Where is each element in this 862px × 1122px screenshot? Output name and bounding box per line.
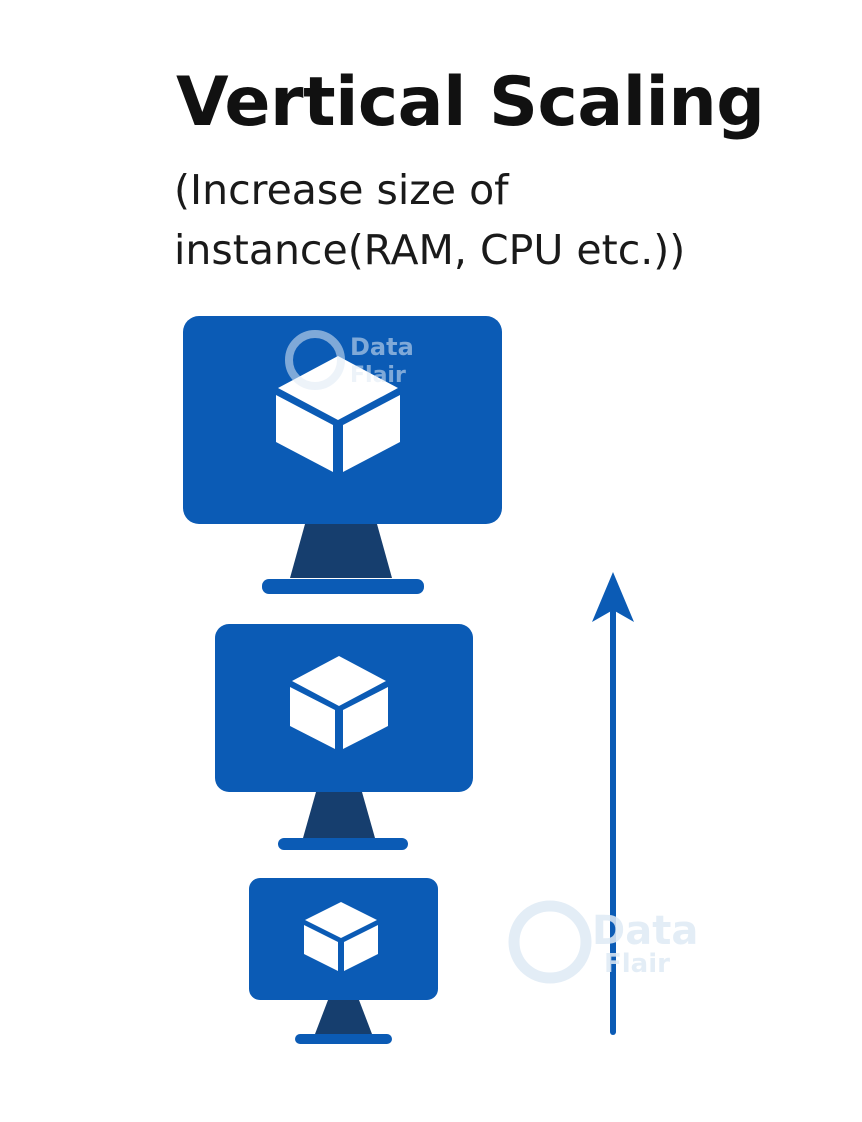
arrow-up-icon — [592, 572, 634, 1035]
small-monitor-stand — [315, 1000, 372, 1034]
small-monitor-screen — [249, 878, 438, 1000]
small-monitor-base — [295, 1034, 392, 1044]
subtitle-line-1: (Increase size of — [174, 166, 509, 214]
watermark-bottom-line-2: Flair — [604, 949, 670, 979]
watermark-top-line-2: Flair — [350, 363, 406, 388]
large-monitor-screen — [183, 316, 502, 524]
diagram-subtitle: (Increase size of instance(RAM, CPU etc.… — [174, 160, 685, 280]
large-instance-monitor-icon — [183, 316, 502, 594]
large-monitor-stand — [290, 524, 392, 578]
diagram-title: Vertical Scaling — [176, 63, 765, 142]
small-instance-monitor-icon — [249, 878, 438, 1044]
medium-monitor-stand — [303, 792, 375, 838]
dataflair-watermark-logo-bottom: Data Flair — [508, 900, 698, 984]
medium-monitor-base — [278, 838, 408, 850]
medium-instance-monitor-icon — [215, 624, 473, 850]
medium-monitor-screen — [215, 624, 473, 792]
watermark-top-line-1: Data — [350, 333, 414, 361]
medium-cube-icon — [290, 656, 388, 749]
small-cube-icon — [304, 902, 378, 971]
large-monitor-base — [262, 579, 424, 594]
subtitle-line-2: instance(RAM, CPU etc.)) — [174, 226, 686, 274]
dataflair-watermark-logo-top: Data Flair — [285, 330, 414, 390]
watermark-bottom-line-1: Data — [592, 908, 698, 954]
large-cube-icon — [276, 356, 400, 472]
